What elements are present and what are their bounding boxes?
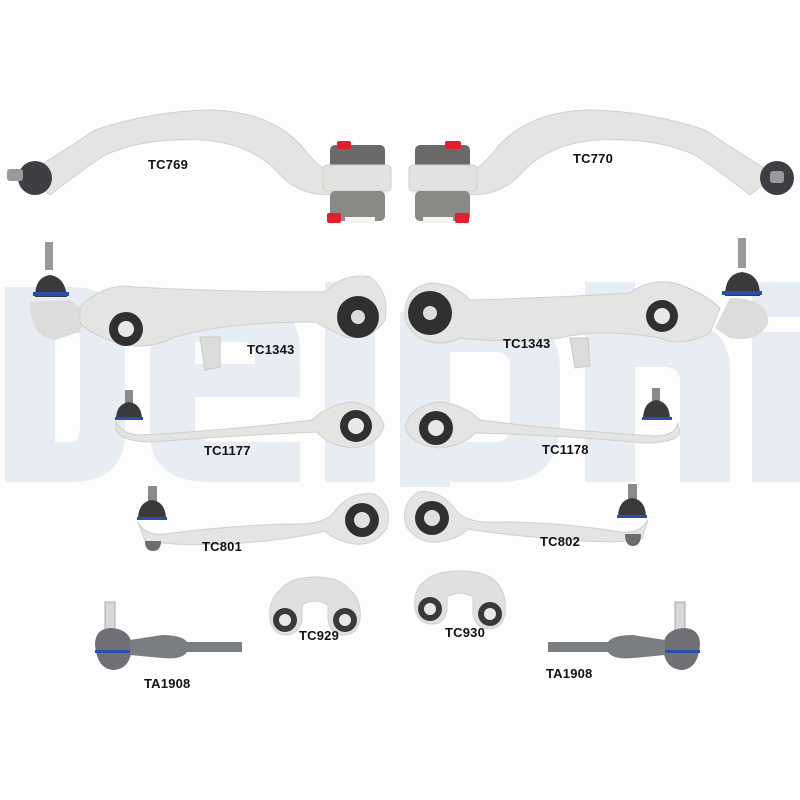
part-label-tc1343-left: TC1343 <box>247 342 295 357</box>
tie-rod-end-ta1908-left <box>95 601 242 670</box>
control-arm-tc1343-left <box>30 242 387 371</box>
stabiliser-link-tc929 <box>269 576 361 636</box>
part-label-tc1177: TC1177 <box>204 443 251 458</box>
control-arm-tc1343-right <box>404 238 769 369</box>
part-label-tc770: TC770 <box>573 151 614 166</box>
control-arm-tc1177 <box>115 390 385 449</box>
part-label-tc801: TC801 <box>202 539 243 554</box>
control-arm-tc770 <box>408 109 794 223</box>
control-arm-tc801 <box>137 486 389 551</box>
part-label-ta1908-right: TA1908 <box>546 666 593 681</box>
part-label-tc802: TC802 <box>540 534 581 549</box>
part-label-tc1178: TC1178 <box>542 442 589 457</box>
stabiliser-link-tc930 <box>414 570 506 630</box>
part-label-tc930: TC930 <box>445 625 486 640</box>
control-arm-tc802 <box>404 484 649 546</box>
part-label-ta1908-left: TA1908 <box>144 676 191 691</box>
part-label-tc1343-right: TC1343 <box>503 336 551 351</box>
control-arm-tc1178 <box>404 388 681 449</box>
tie-rod-end-ta1908-right <box>548 601 700 670</box>
control-arm-tc769 <box>7 109 392 223</box>
part-label-tc769: TC769 <box>148 157 189 172</box>
part-label-tc929: TC929 <box>299 628 340 643</box>
